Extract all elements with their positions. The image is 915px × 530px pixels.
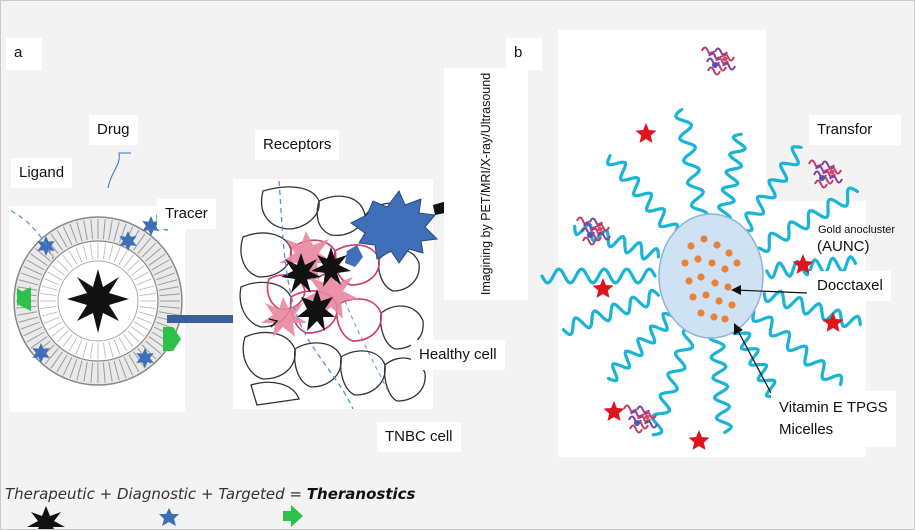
peg-chain [731,323,785,406]
docetaxel-dot [724,283,732,291]
peg-chain [561,288,660,337]
peg-chain [757,186,859,254]
drug-burst-icon [67,269,129,333]
panel-b-label: b [506,38,542,70]
docetaxel-label: Docctaxel [809,271,891,301]
docetaxel-dot [681,259,689,267]
gold-nanocluster-star-icon [822,312,844,332]
tracer-star-icon [142,216,160,236]
transferrin-label: Transfor [809,115,901,145]
panel-a-label: a [6,38,42,70]
docetaxel-dot [700,235,708,243]
transferrin-protein-icon [808,159,843,189]
peg-chain [540,267,657,285]
docetaxel-dot [708,259,716,267]
legend-targeted-icon [283,505,303,527]
docetaxel-dot [728,301,736,309]
imaging-signal-burst-icon [350,190,439,264]
transferrin-protein-icon [623,404,658,434]
micelles-pointer-arrow [734,323,772,394]
transferrin-protein-icon [701,46,736,76]
legend-equation: Therapeutic + Diagnostic + Targeted = Th… [5,485,415,503]
legend-therapeutic: Therapeutic [5,485,95,503]
legend-therapeutic-icon [27,506,65,529]
peg-chain [673,108,709,223]
docetaxel-dot [733,259,741,267]
peg-chain [716,132,748,223]
docetaxel-dot [711,279,719,287]
legend-equals: = [289,485,303,503]
docetaxel-dot [689,293,697,301]
legend-diagnostic: Diagnostic [116,485,197,503]
docetaxel-dot [710,313,718,321]
gold-nanocluster-star-icon [635,123,657,143]
peg-chain [741,145,803,233]
legend-diagnostic-icon [159,508,179,526]
docetaxel-dot [725,249,733,257]
docetaxel-dot [685,277,693,285]
docetaxel-dot [694,255,702,263]
tracer-star-icon [32,343,50,363]
docetaxel-dot [721,315,729,323]
docetaxel-dot [697,273,705,281]
micelles-label: Vitamin E TPGS Micelles [771,391,896,447]
liposome [9,206,185,412]
tracer-star-icon [136,348,154,368]
micelles-label-line2: Micelles [779,421,834,438]
tnbc-cell-label: TNBC cell [377,422,461,452]
healthy-cell-label: Healthy cell [411,340,505,370]
transferrin-protein-icons [576,46,843,434]
gold-nanocluster-star-icon [592,278,614,298]
docetaxel-dot [713,241,721,249]
gold-nanocluster-star-icon [603,401,625,421]
gold-nanocluster-star-icon [688,430,710,450]
micelle-peg-chains [540,108,862,437]
docetaxel-pointer-arrow [731,285,808,295]
peg-chain [707,330,734,434]
tracer-label: Tracer [157,199,216,229]
micelle-core [658,213,764,339]
legend-plus-2: + [200,485,214,503]
legend-theranostics: Theranostics [306,485,416,503]
tracer-icons [32,216,160,368]
tissue-illustration [233,179,447,410]
gold-nanocluster-star-icons [592,123,844,450]
drug-label: Drug [89,115,138,145]
peg-chain [751,310,844,387]
peg-chain [650,327,695,437]
docetaxel-dot [697,309,705,317]
docetaxel-dot [721,265,729,273]
drug-pointer-line [107,152,131,189]
imaging-label-box: Imagining by PET/MRI/X-ray/Ultrasound [444,68,528,300]
tracer-star-icon [119,231,137,251]
legend-plus-1: + [99,485,113,503]
ligand-arrow-right-icon [163,327,181,351]
gold-nanocluster-star-icon [792,254,814,274]
docetaxel-dot [702,291,710,299]
peg-chain [606,311,673,383]
docetaxel-dot [715,297,723,305]
ligand-label: Ligand [11,158,73,188]
docetaxel-dots [681,235,741,323]
receptors-label: Receptors [255,130,340,160]
gold-nanocluster-label-line1: Gold anocluster [818,224,896,236]
transferrin-protein-icon [576,216,611,246]
peg-chain [765,254,857,280]
micelles-label-line1: Vitamin E TPGS [779,399,888,416]
gold-nanocluster-label-line2: (AUNC) [817,238,870,255]
peg-chain [605,154,680,235]
peg-chain [762,289,862,329]
legend-targeted: Targeted [218,485,285,503]
docetaxel-dot [687,242,695,250]
tracer-star-icon [37,236,55,256]
imaging-label: Imagining by PET/MRI/X-ray/Ultrasound [479,72,493,296]
